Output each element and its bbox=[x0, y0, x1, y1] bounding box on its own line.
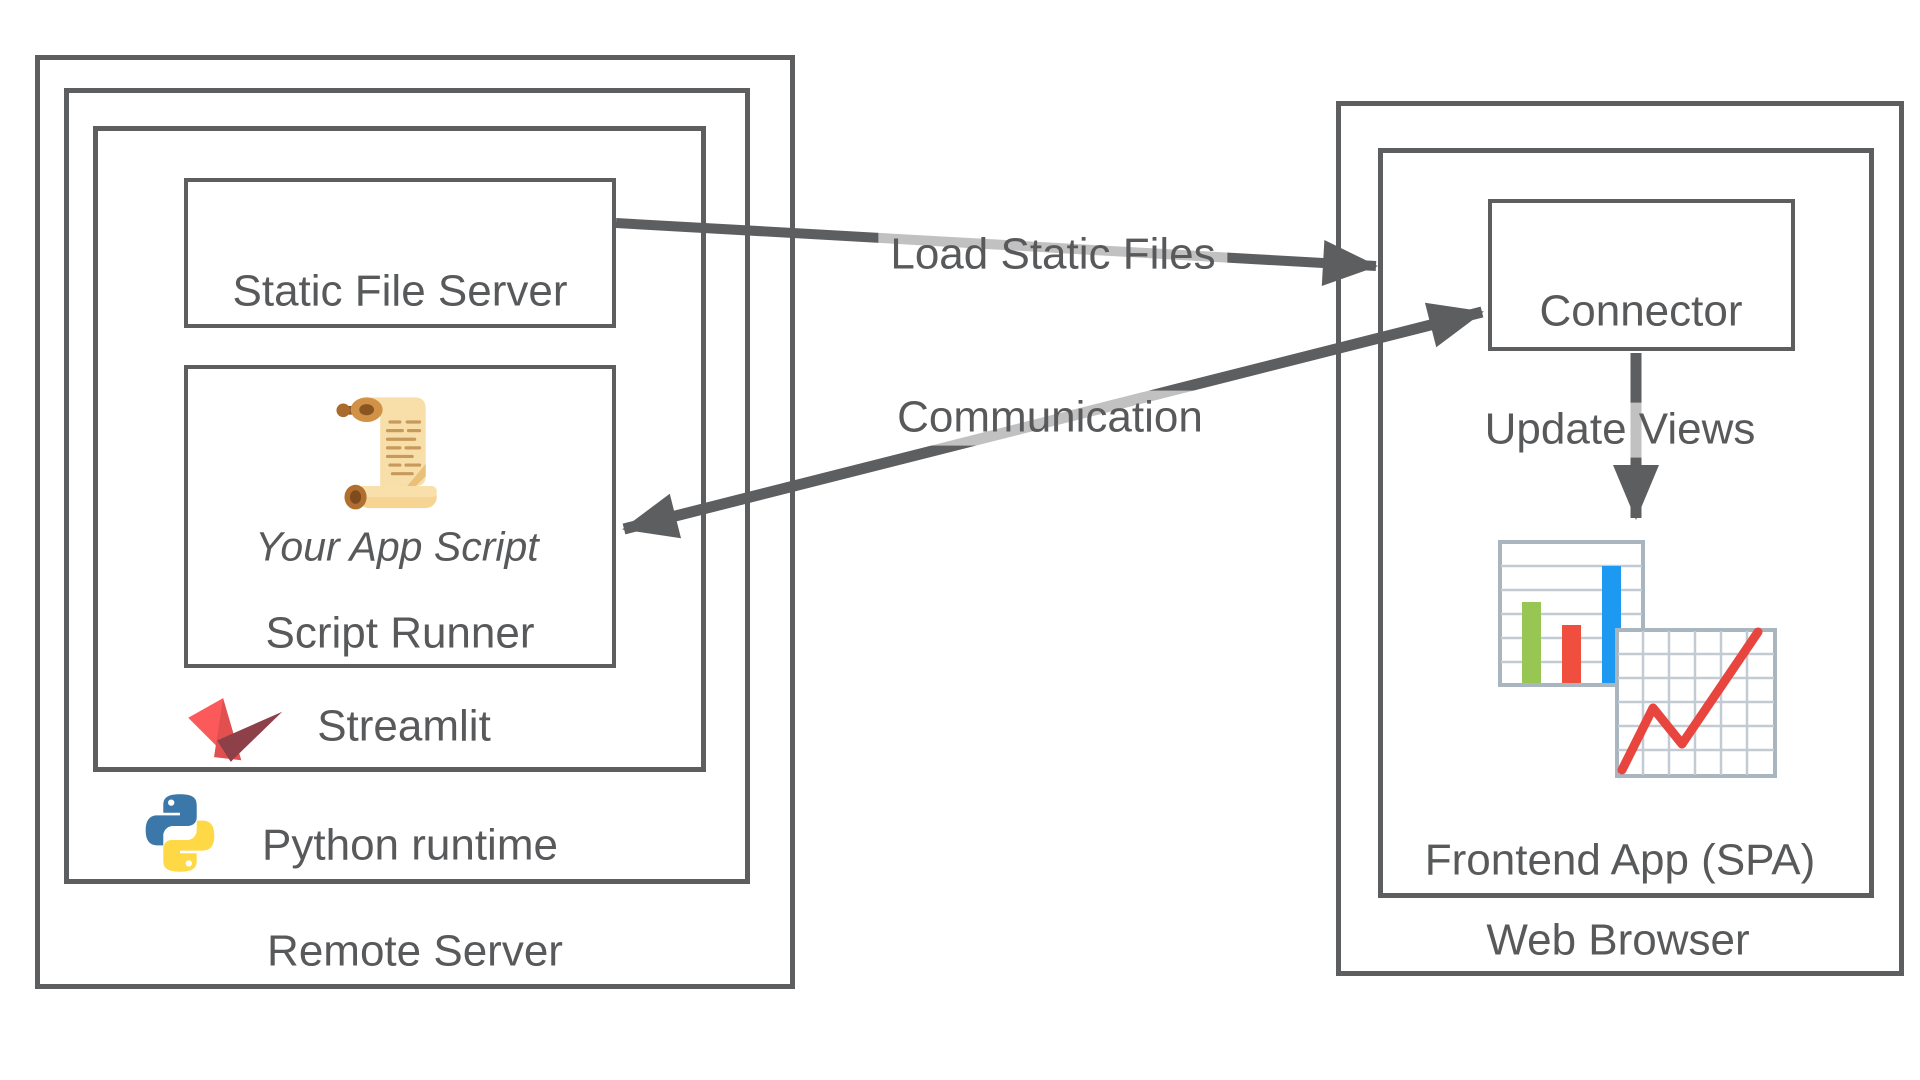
static-file-server-label: Static File Server bbox=[232, 266, 568, 316]
frontend-app-label: Frontend App (SPA) bbox=[1424, 835, 1816, 885]
streamlit-label: Streamlit bbox=[317, 701, 491, 751]
communication-label: Communication bbox=[885, 390, 1215, 446]
script-runner-label: Script Runner bbox=[265, 608, 535, 658]
connector-label: Connector bbox=[1539, 286, 1743, 336]
static-file-server-box bbox=[184, 178, 616, 328]
connector-box bbox=[1488, 199, 1795, 351]
line-chart-icon bbox=[1615, 627, 1777, 778]
load-static-files-label: Load Static Files bbox=[878, 227, 1228, 283]
bar-and-line-charts-icon bbox=[1498, 540, 1777, 778]
streamlit-logo-icon bbox=[188, 698, 283, 762]
update-views-label: Update Views bbox=[1472, 402, 1768, 458]
web-browser-label: Web Browser bbox=[1486, 915, 1750, 965]
your-app-script-label: Your App Script bbox=[255, 523, 539, 570]
scroll-icon bbox=[336, 397, 437, 510]
script-runner-box bbox=[184, 365, 616, 668]
remote-server-label: Remote Server bbox=[267, 926, 563, 976]
python-logo-icon bbox=[145, 794, 215, 872]
python-runtime-label: Python runtime bbox=[262, 820, 558, 870]
web-browser-box bbox=[1336, 101, 1904, 976]
